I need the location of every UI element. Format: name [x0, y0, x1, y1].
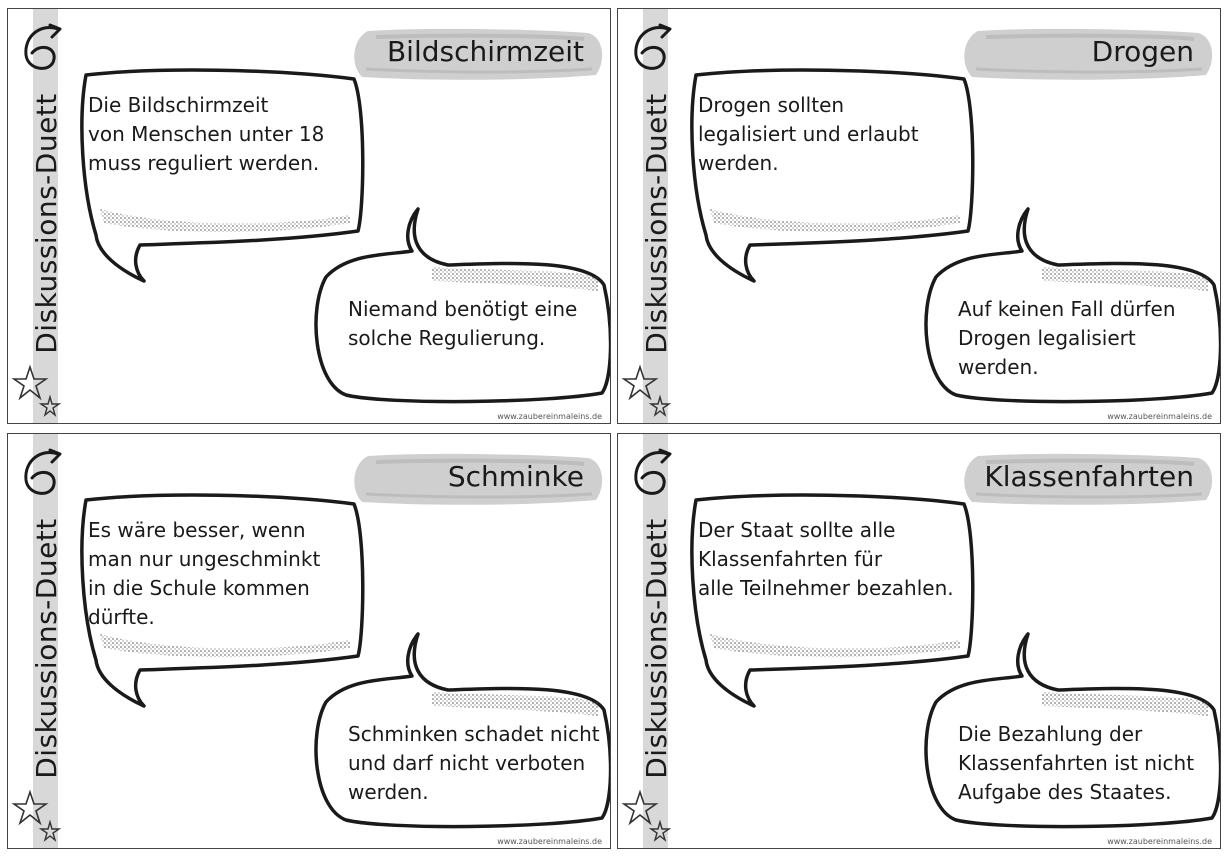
debate-card: Diskussions-Duett Klassenfahrten Der Sta… — [617, 433, 1221, 849]
speech-bubbles — [690, 493, 1220, 829]
statement-2: Die Bezahlung der Klassenfahrten ist nic… — [958, 722, 1195, 804]
source-url: www.zaubereinmaleins.de — [497, 837, 602, 846]
source-url: www.zaubereinmaleins.de — [497, 412, 602, 421]
speech-bubbles — [690, 68, 1220, 404]
statement-2: Auf keinen Fall dürfen Drogen legalisier… — [958, 297, 1176, 379]
statement-2: Schminken schadet nicht und darf nicht v… — [348, 722, 600, 804]
debate-card: Diskussions-Duett Drogen Drogen sollten … — [617, 8, 1221, 424]
side-strip — [33, 434, 58, 848]
source-url: www.zaubereinmaleins.de — [1107, 412, 1212, 421]
card-title: Schminke — [447, 459, 584, 493]
side-strip — [643, 434, 668, 848]
speech-bubbles — [80, 493, 610, 829]
stars-icon — [621, 364, 672, 417]
title-brush-background — [964, 453, 1213, 505]
side-strip — [33, 9, 58, 423]
side-strip — [643, 9, 668, 423]
title-brush-background — [354, 28, 603, 80]
statement-1: Der Staat sollte alle Klassenfahrten für… — [698, 518, 954, 600]
card-title: Bildschirmzeit — [386, 34, 584, 68]
statement-1: Es wäre besser, wenn man nur ungeschmink… — [88, 518, 321, 629]
stars-icon — [11, 364, 62, 417]
swirl-arrow-icon — [634, 23, 672, 70]
card-title: Drogen — [1091, 34, 1194, 68]
debate-card: Diskussions-Duett Schminke Es wäre besse… — [7, 433, 611, 849]
swirl-arrow-icon — [24, 448, 62, 495]
statement-2: Niemand benötigt eine solche Regulierung… — [348, 297, 578, 350]
statement-1: Drogen sollten legalisiert und erlaubt w… — [698, 93, 919, 175]
speech-bubbles — [80, 68, 610, 404]
title-brush-background — [354, 453, 603, 505]
statement-1: Die Bildschirmzeit von Menschen unter 18… — [88, 93, 325, 175]
title-brush-background — [964, 28, 1213, 80]
stars-icon — [11, 789, 62, 842]
stars-icon — [621, 789, 672, 842]
debate-card: Diskussions-Duett Bildschirmzeit Die Bil… — [7, 8, 611, 424]
swirl-arrow-icon — [634, 448, 672, 495]
swirl-arrow-icon — [24, 23, 62, 70]
source-url: www.zaubereinmaleins.de — [1107, 837, 1212, 846]
card-title: Klassenfahrten — [984, 459, 1194, 493]
